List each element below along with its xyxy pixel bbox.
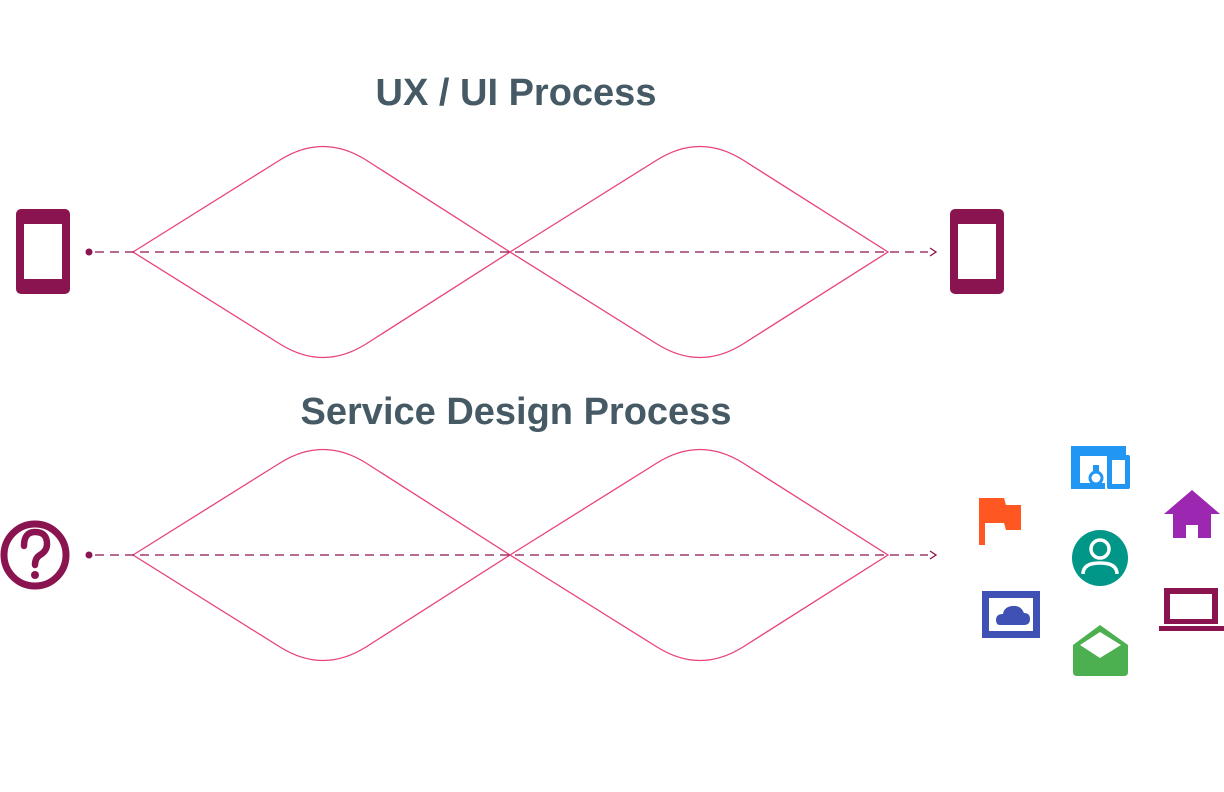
laptop-icon <box>1159 588 1224 631</box>
sd-double-diamond <box>131 448 890 662</box>
ux-axis-line <box>85 247 938 257</box>
sd-axis-start-dot <box>85 551 93 559</box>
smartphone-icon <box>950 209 1004 294</box>
cloud-window-icon <box>982 591 1040 638</box>
ux-diamond-develop-deliver <box>508 145 890 359</box>
open-mail-icon <box>1073 625 1128 676</box>
home-icon <box>1164 490 1220 538</box>
ux-double-diamond <box>131 145 890 359</box>
sd-axis-arrow-head <box>929 550 938 560</box>
ux-axis-start-dot <box>85 248 93 256</box>
flag-icon <box>979 498 1021 545</box>
ux-ui-process-title: UX / UI Process <box>375 72 657 114</box>
service-design-process-title: Service Design Process <box>300 391 732 433</box>
ux-ui-process-row <box>16 145 1004 359</box>
question-icon <box>0 520 70 590</box>
smartphone-icon <box>16 209 70 294</box>
sd-axis-line <box>85 550 938 560</box>
service-design-process-row <box>0 446 1224 676</box>
person-icon <box>1072 530 1128 586</box>
sd-diamond-develop-deliver <box>508 448 890 662</box>
devices-icon <box>1071 446 1130 489</box>
ux-axis-arrow-head <box>929 247 938 257</box>
